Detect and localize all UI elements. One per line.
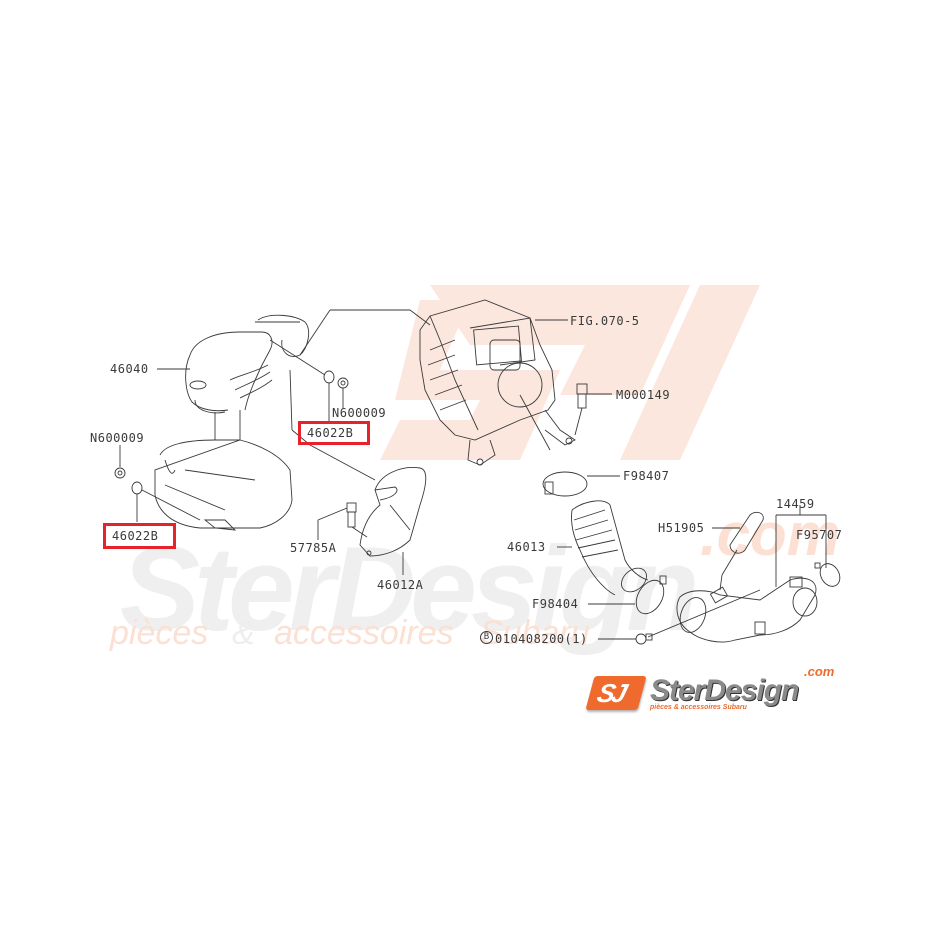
logo-tagline: pièces & accessoires Subaru bbox=[650, 704, 747, 711]
grommet-top bbox=[323, 370, 349, 389]
b-circle-marker: B bbox=[480, 631, 493, 644]
label-57785a: 57785A bbox=[290, 541, 337, 555]
label-h51905: H51905 bbox=[658, 521, 705, 535]
label-46012a: 46012A bbox=[377, 578, 424, 592]
label-46040: 46040 bbox=[110, 362, 149, 376]
clamp-f95707 bbox=[814, 562, 841, 587]
highlight-box-46022b-left[interactable] bbox=[103, 523, 176, 549]
watermark-brand: SterDesign bbox=[120, 522, 700, 656]
label-46022b-top[interactable]: 46022B bbox=[307, 426, 354, 440]
label-f98407: F98407 bbox=[623, 469, 670, 483]
clamp-f98407 bbox=[542, 471, 588, 497]
hose-46013 bbox=[571, 500, 649, 596]
bolt-57785a bbox=[346, 502, 357, 528]
logo-badge-icon: SJ bbox=[585, 676, 647, 710]
cover-46012a bbox=[359, 467, 427, 557]
clamp-f98404 bbox=[635, 575, 667, 615]
intake-pipe-14459 bbox=[647, 576, 818, 643]
hose-h51905 bbox=[719, 511, 764, 591]
watermark-tagline-accessoires: accessoires bbox=[274, 614, 454, 652]
label-n600009-left: N600009 bbox=[90, 431, 145, 445]
label-46013: 46013 bbox=[507, 540, 546, 554]
logo-brand-name: SterDesign bbox=[650, 674, 799, 707]
watermark-tagline-pieces: pièces bbox=[110, 614, 209, 652]
bolt-m000149 bbox=[574, 383, 588, 436]
label-f95707: F95707 bbox=[796, 528, 843, 542]
logo-badge-text: SJ bbox=[593, 678, 628, 708]
air-cleaner-box bbox=[419, 299, 576, 466]
intake-duct-46040 bbox=[154, 314, 310, 531]
label-46022b-left[interactable]: 46022B bbox=[112, 529, 159, 543]
label-f98404: F98404 bbox=[532, 597, 579, 611]
watermark-tagline-amp: & bbox=[232, 614, 255, 652]
label-n600009-top: N600009 bbox=[332, 406, 387, 420]
label-010408200: 010408200(1) bbox=[495, 632, 588, 646]
bolt-010408200 bbox=[635, 633, 653, 645]
label-fig070-5[interactable]: FIG.070-5 bbox=[570, 314, 640, 328]
logo-dotcom: .com bbox=[804, 664, 835, 679]
watermark-dotcom: .com bbox=[700, 501, 841, 568]
grommet-left bbox=[114, 467, 143, 495]
label-14459: 14459 bbox=[776, 497, 815, 511]
sterdesign-logo: SJ SterDesign .com pièces & accessoires … bbox=[585, 664, 850, 716]
label-m000149: M000149 bbox=[616, 388, 671, 402]
watermark-tagline-subaru: Subaru bbox=[480, 614, 590, 652]
highlight-box-46022b-top[interactable] bbox=[298, 421, 370, 445]
